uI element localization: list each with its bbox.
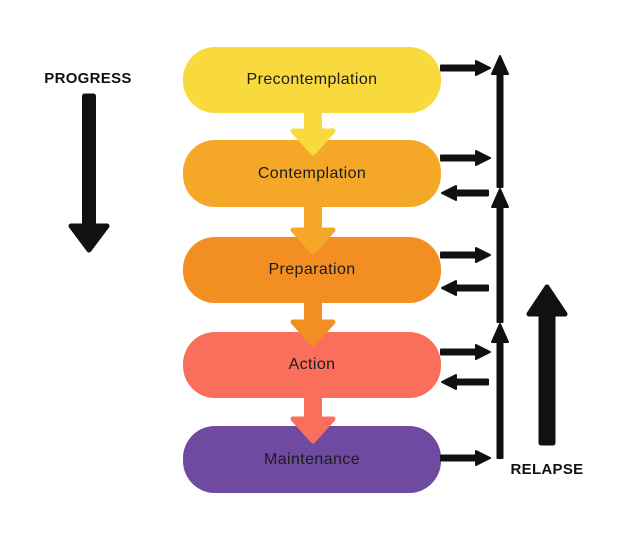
return-arrow-contemplation [441,185,489,201]
relapse-line-segment-bottom [491,323,509,459]
stage-box-maintenance: Maintenance [183,426,441,493]
stage-box-preparation: Preparation [183,237,441,303]
stage-label-preparation: Preparation [268,261,356,278]
out-arrow-maintenance [440,450,491,466]
stage-label-maintenance: Maintenance [263,450,361,468]
return-arrow-preparation [441,280,489,296]
stage-box-action: Action [183,332,441,398]
stage-box-precontemplation: Precontemplation [183,47,441,113]
out-arrow-preparation [440,247,491,263]
relapse-line-segment-middle [491,188,509,323]
out-arrow-precontemplation [440,60,491,76]
stage-label-precontemplation: Precontemplation [246,71,378,88]
stage-label-action: Action [288,356,336,373]
out-arrow-contemplation [440,150,491,166]
relapse-label: RELAPSE [510,461,584,478]
progress-arrow [68,93,110,253]
progress-label: PROGRESS [44,70,132,87]
relapse-line-segment-top [491,55,509,188]
relapse-arrow [526,284,568,446]
return-arrow-action [441,374,489,390]
stage-box-contemplation: Contemplation [183,140,441,207]
out-arrow-action [440,344,491,360]
stage-label-contemplation: Contemplation [257,164,367,182]
